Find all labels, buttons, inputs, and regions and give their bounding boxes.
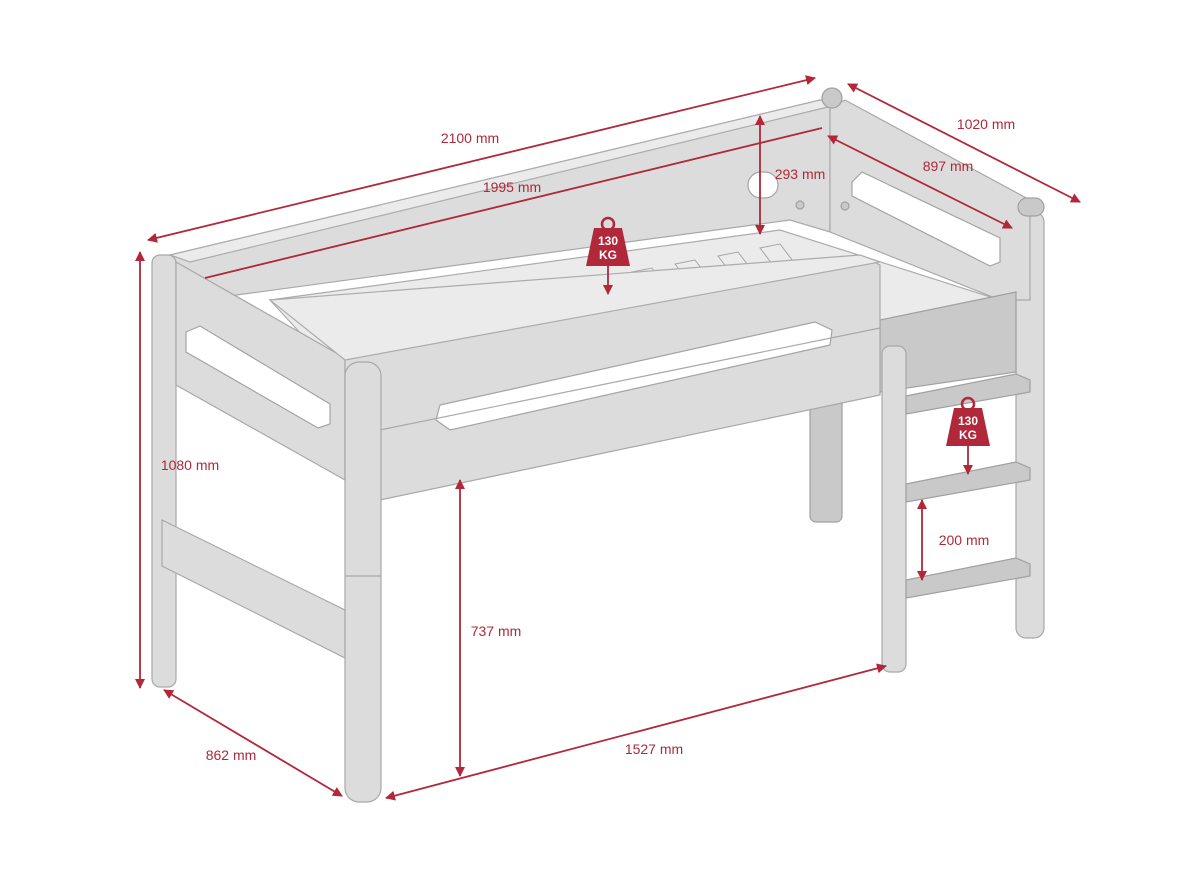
back-right-post-cap: [821, 87, 843, 109]
dim-line-897: [827, 135, 1013, 229]
dim-line-1995: [204, 127, 823, 279]
weight-icon: [946, 408, 990, 446]
label-overall-height: 1080 mm: [161, 457, 219, 473]
weight-value: 130: [958, 414, 978, 428]
label-overall-width: 1020 mm: [957, 116, 1015, 132]
back-rail-handhold: [747, 171, 779, 199]
label-opening-length: 1527 mm: [625, 741, 683, 757]
ladder-rung-1: [905, 373, 1031, 415]
front-left-leg: [344, 361, 382, 803]
label-guardrail-height: 293 mm: [775, 166, 826, 182]
weight-badge-ladder: 130 KG: [946, 396, 990, 446]
weight-badge-bed: 130 KG: [586, 216, 630, 266]
label-leg-depth: 862 mm: [206, 747, 257, 763]
dim-line-862: [163, 689, 343, 797]
ladder-rung-3: [905, 557, 1031, 599]
front-guard-top: [268, 254, 883, 361]
foot-end-lower-bar: [161, 519, 346, 659]
ladder: [881, 345, 1031, 673]
ladder-rail-left: [881, 345, 907, 673]
label-inner-width: 897 mm: [923, 158, 974, 174]
front-right-post-cap: [1017, 197, 1045, 217]
weight-unit: KG: [959, 428, 977, 442]
bed-frame: [151, 87, 1045, 803]
back-left-leg: [151, 254, 177, 688]
dimension-lines: [135, 75, 1081, 801]
label-under-bed-clearance: 737 mm: [471, 623, 522, 639]
dim-line-2100: [147, 75, 816, 243]
weight-unit: KG: [599, 248, 617, 262]
weight-icon: [586, 228, 630, 266]
label-inner-length: 1995 mm: [483, 179, 541, 195]
label-overall-length: 2100 mm: [441, 130, 499, 146]
label-ladder-step-spacing: 200 mm: [939, 532, 990, 548]
ladder-rung-2: [905, 461, 1031, 503]
foot-end-handhold: [185, 325, 331, 429]
weight-value: 130: [598, 234, 618, 248]
dim-line-1527: [385, 663, 887, 801]
front-rail-opening: [435, 321, 833, 431]
dimension-labels: 2100 mm 1995 mm 1020 mm 897 mm 293 mm 10…: [161, 116, 1015, 763]
